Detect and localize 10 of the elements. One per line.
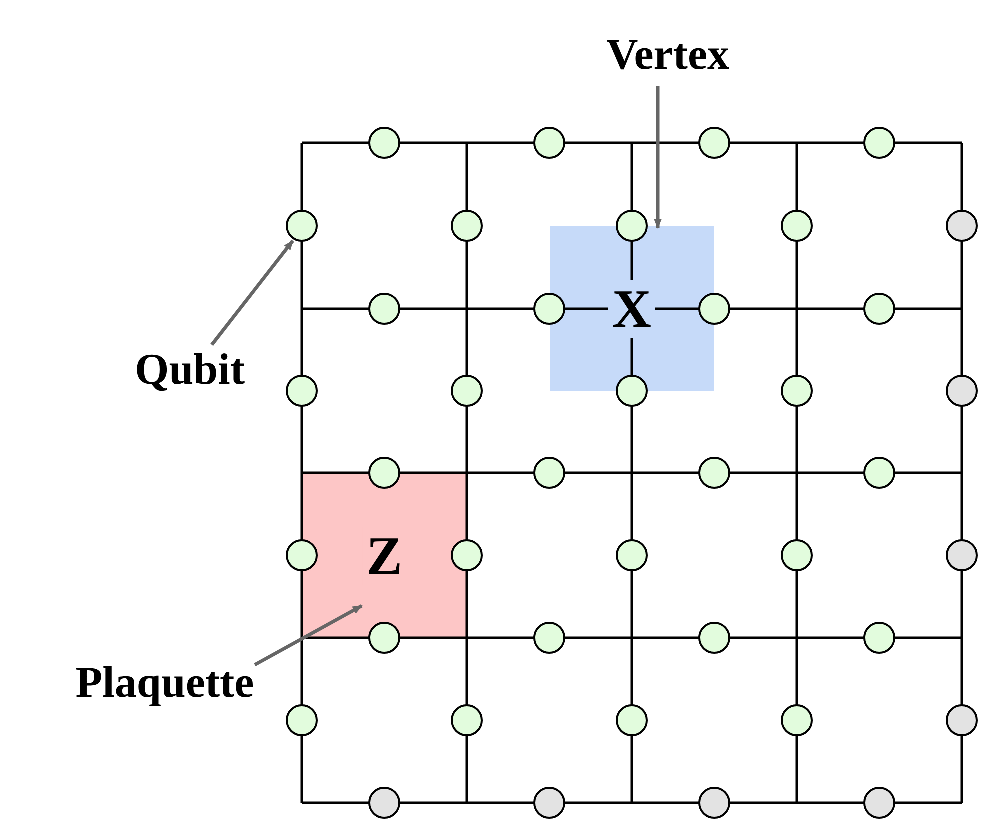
plaquette-operator-square bbox=[302, 473, 467, 638]
arrow bbox=[254, 604, 363, 667]
qubit-label: Qubit bbox=[134, 348, 246, 392]
vertex-operator-square bbox=[550, 226, 714, 391]
arrow bbox=[210, 240, 294, 346]
vertex-label: Vertex bbox=[606, 33, 730, 77]
qubit-circle bbox=[286, 210, 318, 242]
operator-letter: X bbox=[608, 280, 656, 338]
arrow bbox=[654, 86, 662, 229]
plaquette-label: Plaquette bbox=[76, 661, 254, 705]
